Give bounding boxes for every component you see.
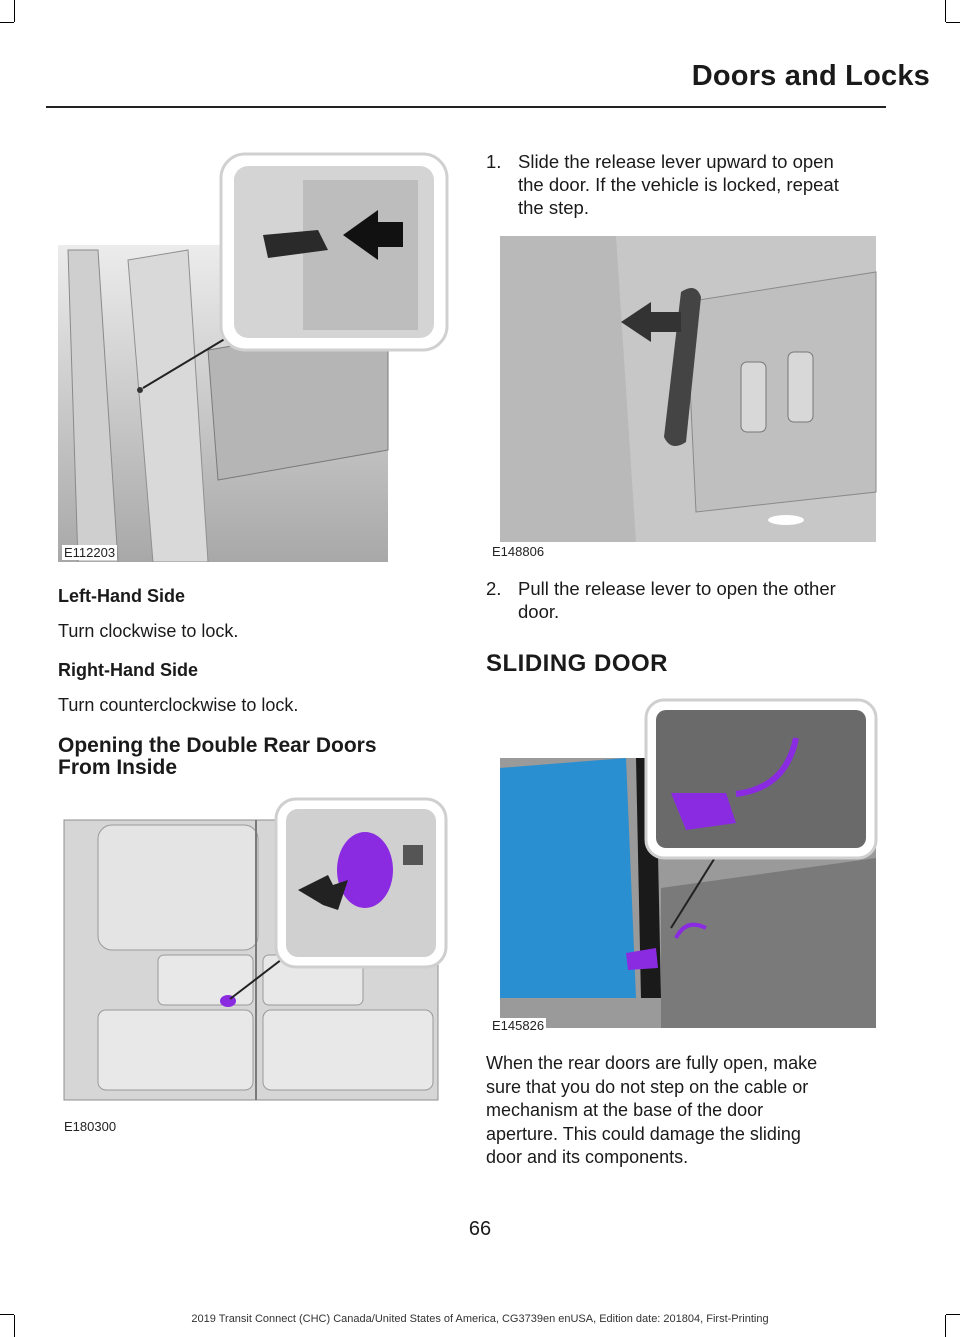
figure-code: E148806 <box>490 544 547 559</box>
release-lever-illustration <box>486 232 880 562</box>
crop-mark-top-left-h <box>0 22 14 23</box>
sliding-door-cable-illustration <box>486 698 880 1034</box>
figure-sliding-door: E145826 <box>486 698 880 1034</box>
section-heading-line1: Opening the Double Rear Doors <box>58 734 377 757</box>
figure-release-lever: E148806 <box>486 232 880 562</box>
crop-mark-top-left-v <box>14 0 15 22</box>
header-rule <box>46 106 886 108</box>
step-text-line: Pull the release lever to open the other <box>518 578 836 599</box>
figure-code: E145826 <box>490 1018 547 1033</box>
step-text-line: the door. If the vehicle is locked, repe… <box>518 174 839 195</box>
step-2: 2. Pull the release lever to open the ot… <box>486 577 886 627</box>
paragraph-line: aperture. This could damage the sliding <box>486 1123 801 1144</box>
section-heading-line2: From Inside <box>58 756 178 779</box>
paragraph-line: mechanism at the base of the door <box>486 1100 764 1120</box>
page-number: 66 <box>468 1218 492 1240</box>
figure-rear-doors: E180300 <box>58 795 452 1135</box>
page-header-title: Doors and Locks <box>691 60 930 92</box>
sliding-door-paragraph: When the rear doors are fully open, make… <box>486 1052 886 1170</box>
paragraph-line: When the rear doors are fully open, make <box>486 1053 818 1073</box>
rhs-text: Turn counterclockwise to lock. <box>58 695 299 715</box>
lhs-text: Turn clockwise to lock. <box>58 621 239 641</box>
crop-mark-bottom-left-h <box>0 1314 14 1315</box>
crop-mark-top-right-v <box>945 0 946 22</box>
step-1: 1. Slide the release lever upward to ope… <box>486 150 886 220</box>
step-text-line: Slide the release lever upward to open <box>518 151 834 172</box>
sliding-door-heading: SLIDING DOOR <box>486 650 669 677</box>
figure-code: E112203 <box>62 545 118 560</box>
step-number: 2. <box>486 578 502 599</box>
paragraph-line: sure that you do not step on the cable o… <box>486 1076 809 1097</box>
crop-mark-bottom-left-v <box>14 1315 15 1337</box>
step-text-line: the step. <box>518 197 589 218</box>
rhs-heading: Right-Hand Side <box>58 660 198 680</box>
step-number: 1. <box>486 151 502 172</box>
lhs-heading: Left-Hand Side <box>58 586 186 606</box>
rear-door-interior-illustration <box>58 795 452 1135</box>
paragraph-line: door and its components. <box>486 1147 689 1167</box>
step-text-line: door. <box>518 601 560 622</box>
footer-text: 2019 Transit Connect (CHC) Canada/United… <box>191 1313 769 1325</box>
key-lock-cylinder-illustration <box>58 150 452 562</box>
crop-mark-bottom-right-h <box>946 1314 960 1315</box>
figure-code: E180300 <box>62 1119 119 1134</box>
crop-mark-bottom-right-v <box>945 1315 946 1337</box>
crop-mark-top-right-h <box>946 22 960 23</box>
figure-key-lock: E112203 <box>58 150 452 562</box>
